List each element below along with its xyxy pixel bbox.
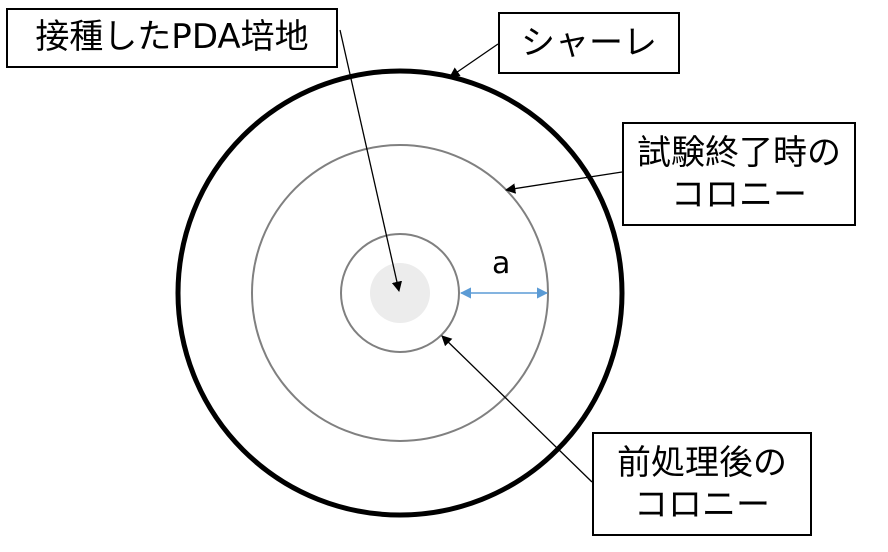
final-colony-text-line2: コロニー [671,175,807,215]
inoculum-plug [370,263,430,323]
inoculated-pda-label: 接種したPDA培地 [6,8,338,68]
petri-dish-circle [175,68,625,518]
inoculated-pda-arrow [339,29,403,293]
final-colony-arrow [504,171,623,194]
pretreat-colony-label: 前処理後の コロニー [592,432,812,536]
inoculated-pda-text: 接種したPDA培地 [35,17,309,57]
pretreat-colony-circle [340,233,460,353]
petri-dish-text: シャーレ [521,23,657,63]
petri-dish-label: シャーレ [498,12,680,74]
pretreat-colony-arrow [441,335,593,483]
pretreat-colony-text-line2: コロニー [634,485,770,525]
pretreat-colony-text-line1: 前処理後の [617,443,787,483]
dimension-a-label: a [492,246,511,281]
final-colony-label: 試験終了時の コロニー [622,122,856,226]
final-colony-text-line1: 試験終了時の [637,133,841,173]
petri-dish-arrow [449,43,499,78]
